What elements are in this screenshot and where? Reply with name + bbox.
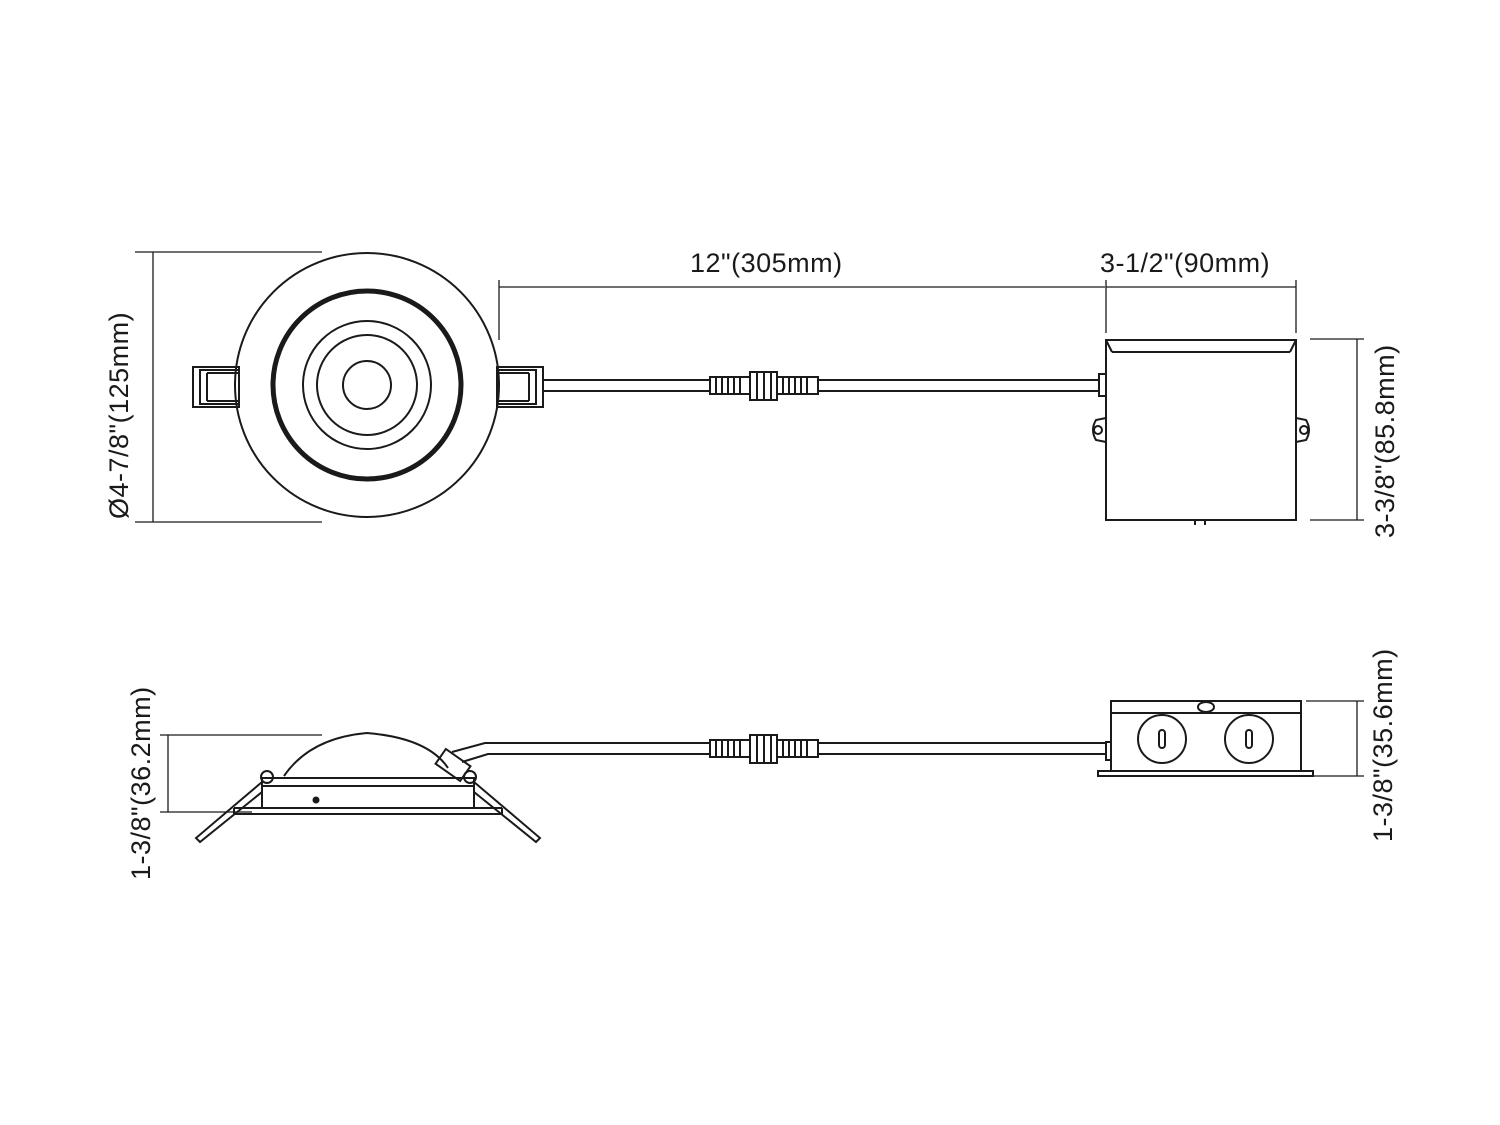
left-mounting-clip: [192, 366, 240, 408]
side-connector: [709, 734, 819, 764]
top-cable: [543, 379, 1100, 392]
box-height-side-label: 1-3/8"(35.6mm): [1368, 648, 1398, 842]
junction-box-top: [1092, 339, 1310, 525]
trim-diameter-label: Ø4-7/8"(125mm): [104, 312, 134, 519]
box-width-dimension: [1105, 280, 1297, 333]
side-view: 1-3/8"(36.2mm): [126, 648, 1398, 880]
top-view: Ø4-7/8"(125mm): [104, 248, 1400, 538]
side-cable: [451, 742, 1106, 763]
box-height-top-dimension: [1310, 338, 1364, 521]
box-height-side-dimension: [1306, 700, 1364, 777]
box-width-label: 3-1/2"(90mm): [1100, 248, 1270, 278]
fixture-height-label: 1-3/8"(36.2mm): [126, 686, 156, 880]
junction-box-side: [1097, 700, 1314, 777]
right-mounting-clip: [496, 366, 544, 408]
trim-diameter-dimension: [135, 251, 322, 523]
cable-length-label: 12"(305mm): [690, 248, 843, 278]
trim-rings: [234, 252, 500, 518]
cable-length-dimension: [498, 280, 1105, 340]
fixture-side-profile: [194, 731, 542, 844]
top-connector: [709, 371, 819, 401]
box-height-top-label: 3-3/8"(85.8mm): [1370, 344, 1400, 538]
